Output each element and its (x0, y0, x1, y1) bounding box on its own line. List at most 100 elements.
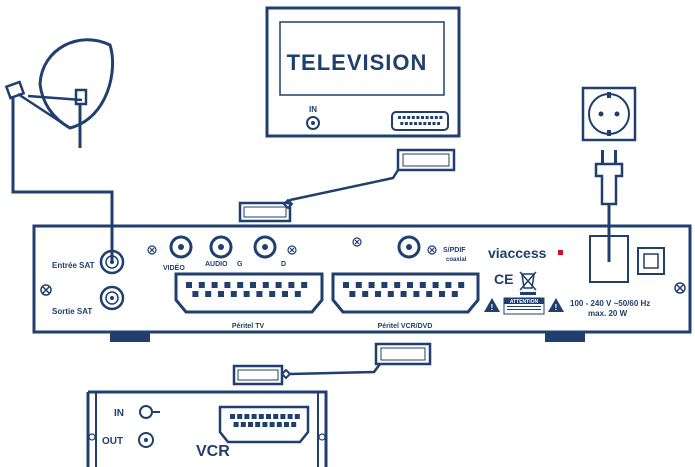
scart-pin (349, 291, 356, 297)
scart-pin (288, 282, 295, 288)
scart-pin (439, 116, 443, 119)
audio-label: AUDIO (205, 261, 228, 268)
audio-right-rca-port[interactable] (253, 235, 277, 259)
scart-pin (445, 282, 452, 288)
power-spec-line2: max. 20 W (588, 309, 628, 318)
scart-pin (355, 282, 362, 288)
scart-pin (402, 116, 406, 119)
scart-pin (244, 414, 250, 419)
scart-pin (421, 116, 424, 119)
svg-text:!: ! (491, 303, 494, 312)
scart-pin (230, 414, 235, 419)
vcr-in-port[interactable] (139, 405, 160, 419)
scart-pin (414, 122, 418, 125)
scart-pin (426, 291, 433, 297)
scart-pin (418, 122, 422, 125)
scart-pin (192, 291, 199, 297)
warning-triangle-icon-2: ! (548, 298, 564, 312)
scart-pin (451, 291, 458, 297)
scart-pin (294, 291, 301, 297)
audio-g-label: G (237, 261, 243, 268)
scart-pin (407, 282, 413, 288)
scart-pin (269, 291, 276, 297)
peritel-vcr-label: Péritel VCR/DVD (378, 323, 433, 330)
television-title: TELEVISION (287, 50, 428, 75)
video-rca-port[interactable] (169, 235, 193, 259)
scart-pin (218, 291, 224, 297)
vcr-out-label: OUT (102, 436, 123, 447)
entree-sat-port[interactable] (99, 249, 125, 275)
entree-sat-label: Entrée SAT (52, 261, 95, 270)
attention-label: ATTENTION (510, 299, 539, 305)
scart-pin (237, 282, 244, 288)
scart-pin (416, 116, 420, 119)
satellite-dish (4, 38, 115, 262)
spdif-coaxial-port[interactable] (397, 235, 421, 259)
scart-pin (404, 122, 408, 125)
peritel-vcr-port[interactable] (331, 272, 480, 314)
scart-pin (262, 422, 268, 427)
warning-triangle-icon: ! (484, 298, 500, 312)
peritel-tv-port[interactable] (174, 272, 324, 314)
ce-mark: CE (494, 271, 513, 287)
receiver: Entrée SAT Sortie SAT (32, 224, 692, 342)
scart-pin (375, 291, 381, 297)
scart-pin (432, 282, 439, 288)
television-scart-port (391, 111, 449, 131)
scart-pin (400, 122, 404, 125)
scart-pin (255, 422, 261, 427)
scart-pin (368, 282, 375, 288)
weee-bin-icon (519, 271, 537, 295)
scart-pin (407, 116, 411, 119)
sortie-sat-port[interactable] (99, 285, 125, 311)
scart-pin (211, 282, 218, 288)
scart-pin (291, 422, 297, 427)
scart-pin (287, 414, 293, 419)
scart-pin (432, 122, 436, 125)
attention-box: ATTENTION (503, 297, 545, 315)
television-in-label: IN (309, 105, 317, 114)
peritel-tv-label: Péritel TV (232, 323, 265, 330)
vcr-out-port[interactable] (138, 432, 154, 448)
scart-pin (437, 122, 441, 125)
scart-pin (280, 414, 286, 419)
scart-pin (262, 282, 269, 288)
scart-pin (205, 291, 212, 297)
scart-pin (398, 116, 401, 119)
brand-label: viaccess (488, 245, 547, 261)
scart-pin (423, 122, 427, 125)
scart-pin (409, 122, 413, 125)
scart-pin (243, 291, 250, 297)
brand-dot (558, 250, 563, 255)
scart-pin (301, 282, 308, 288)
vcr-title: VCR (196, 443, 230, 460)
spdif-label: S/PDIF (443, 247, 466, 254)
scart-pin (381, 282, 388, 288)
scart-pin (294, 414, 300, 419)
scart-pin (258, 414, 264, 419)
sortie-sat-label: Sortie SAT (52, 307, 92, 316)
scart-pin (387, 291, 394, 297)
scart-pin (266, 414, 271, 419)
scart-pin (282, 291, 288, 297)
scart-pin (275, 282, 282, 288)
scart-pin (427, 122, 431, 125)
scart-pin (430, 116, 434, 119)
power-inlet[interactable] (589, 235, 629, 283)
scart-pin (269, 422, 275, 427)
scart-pin (230, 291, 237, 297)
scart-pin (248, 422, 253, 427)
power-switch[interactable] (637, 247, 665, 275)
scart-pin (434, 116, 438, 119)
vcr-scart-port[interactable] (218, 405, 310, 444)
scart-pin (256, 291, 263, 297)
coaxial-label: coaxial (446, 257, 467, 263)
scart-pin (284, 422, 289, 427)
scart-pin (400, 291, 407, 297)
scart-pin (237, 414, 243, 419)
power-spec-line1: 100 - 240 V ~50/60 Hz (570, 299, 650, 308)
power-outlet (581, 86, 637, 142)
tv-scart-cable (238, 148, 456, 223)
audio-left-rca-port[interactable] (209, 235, 233, 259)
scart-pin (458, 282, 465, 288)
